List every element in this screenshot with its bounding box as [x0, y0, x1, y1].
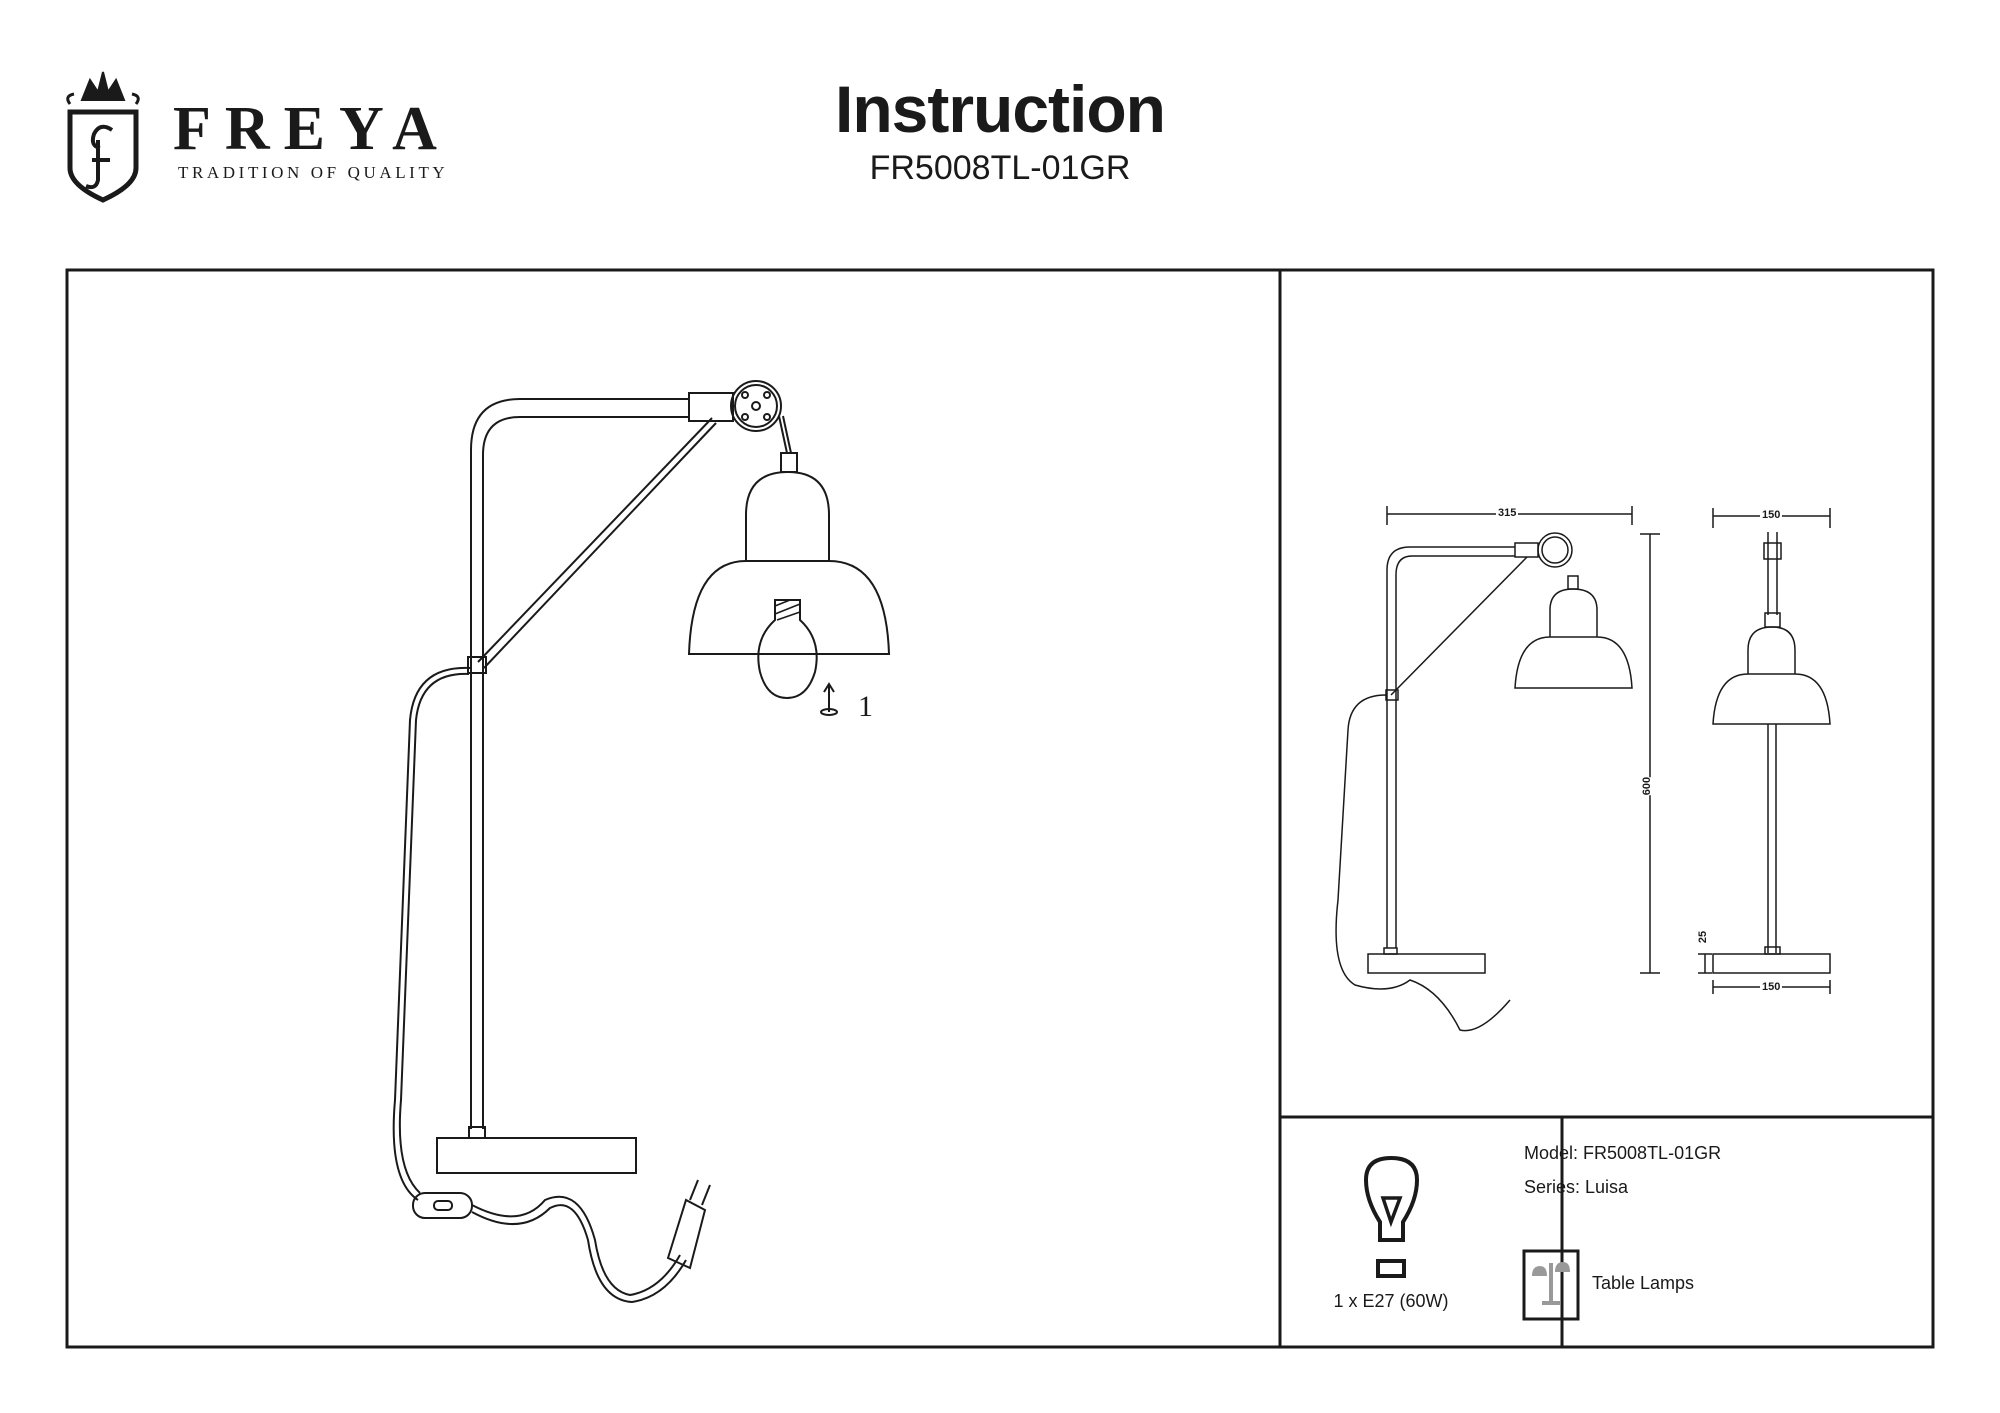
series-spec: Series: Luisa — [1524, 1177, 1629, 1197]
freya-crest-logo — [66, 71, 140, 203]
model-spec: Model: FR5008TL-01GR — [1524, 1143, 1722, 1163]
model-code: FR5008TL-01GR — [869, 149, 1131, 187]
assembly-step-label: 1 — [858, 690, 873, 723]
dim-base-height: 25 — [1697, 930, 1710, 944]
bulb-icon — [1363, 1155, 1420, 1278]
dim-width-front: 150 — [1760, 509, 1783, 522]
brand-name: FREYA — [173, 95, 451, 163]
table-lamp-category-icon — [1522, 1249, 1580, 1321]
main-frame — [65, 268, 1935, 1349]
lamp-assembly-drawing — [392, 380, 891, 1304]
category-label: Table Lamps — [1592, 1273, 1695, 1293]
dimension-side-view — [1335, 506, 1831, 1032]
bulb-spec: 1 x E27 (60W) — [1333, 1291, 1449, 1311]
dim-height: 600 — [1641, 776, 1654, 796]
page-title: Instruction — [835, 72, 1166, 146]
dim-width-side: 315 — [1496, 507, 1519, 520]
dim-base-width: 150 — [1760, 981, 1783, 994]
brand-tagline: TRADITION OF QUALITY — [178, 163, 449, 182]
